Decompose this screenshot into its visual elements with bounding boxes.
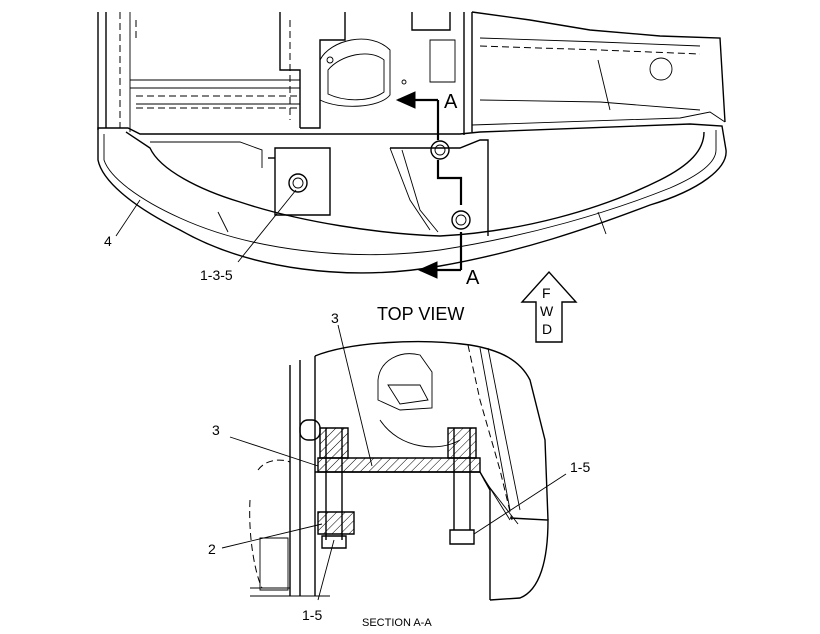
top-view-drawing — [97, 11, 727, 279]
fwd-letter-w: W — [540, 303, 554, 319]
section-a-a-title: SECTION A-A — [362, 617, 432, 629]
section-arrow-label-bottom: A — [466, 267, 480, 289]
leader-line-part-3-top — [337, 324, 373, 467]
callout-part-1-3-5: 1-3-5 — [200, 267, 233, 283]
callout-part-3-left: 3 — [212, 422, 220, 438]
fwd-letter-d: D — [542, 321, 552, 337]
section-a-a-drawing — [249, 340, 549, 601]
leader-line-part-1-5-bottom — [317, 539, 335, 601]
callout-part-2: 2 — [208, 541, 216, 557]
section-arrow-label-top: A — [444, 91, 458, 113]
callout-part-4: 4 — [104, 233, 112, 249]
forward-arrow-icon — [520, 270, 578, 343]
leader-line-part-3-left — [229, 436, 319, 467]
fwd-letter-f: F — [542, 285, 551, 301]
callout-part-1-5-right: 1-5 — [570, 459, 590, 475]
leader-line-part-4 — [115, 199, 141, 237]
callout-part-3-top: 3 — [331, 310, 339, 326]
leader-line-part-2 — [221, 523, 323, 549]
leader-line-part-1-5-right — [473, 473, 567, 535]
top-view-title: TOP VIEW — [377, 304, 464, 324]
callout-part-1-5-bottom: 1-5 — [302, 607, 322, 623]
leader-line-part-1-3-5 — [237, 189, 297, 263]
